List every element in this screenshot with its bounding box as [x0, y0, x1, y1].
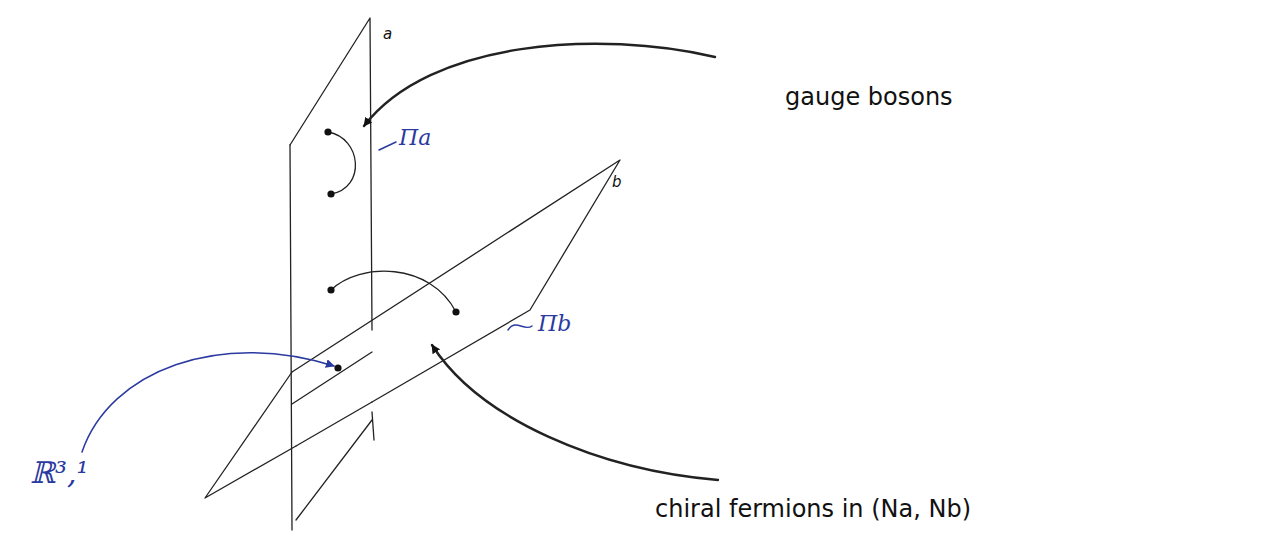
leader-line — [508, 325, 532, 330]
plane-a-outline — [290, 18, 372, 330]
plane-a-outline — [290, 145, 292, 530]
plane-b-outline — [296, 402, 372, 446]
leader-line — [379, 142, 396, 150]
intersection-line — [292, 352, 372, 404]
plane-a-outline — [372, 412, 374, 440]
pointer-arrow — [364, 44, 715, 126]
brane-cycle-label: Πb — [538, 312, 571, 336]
spacetime-label: ℝ³,¹ — [30, 456, 89, 489]
open-string — [328, 132, 355, 194]
plane-a-outline — [296, 420, 372, 520]
pointer-arrow — [432, 345, 718, 480]
string-endpoint — [327, 190, 334, 197]
intersection-point — [334, 364, 341, 371]
plane-label: a — [383, 26, 392, 43]
annotation-text: chiral fermions in (Na, Nb) — [655, 496, 971, 522]
string-endpoint — [324, 128, 331, 135]
string-endpoint — [327, 286, 334, 293]
annotation-text: gauge bosons — [785, 84, 953, 110]
plane-b-outline — [292, 160, 620, 402]
pointer-arrow — [82, 353, 334, 452]
plane-b-outline — [205, 372, 296, 498]
brane-cycle-label: Πa — [399, 126, 431, 150]
open-string — [331, 271, 456, 312]
string-endpoint — [452, 308, 459, 315]
plane-label: b — [612, 174, 622, 191]
